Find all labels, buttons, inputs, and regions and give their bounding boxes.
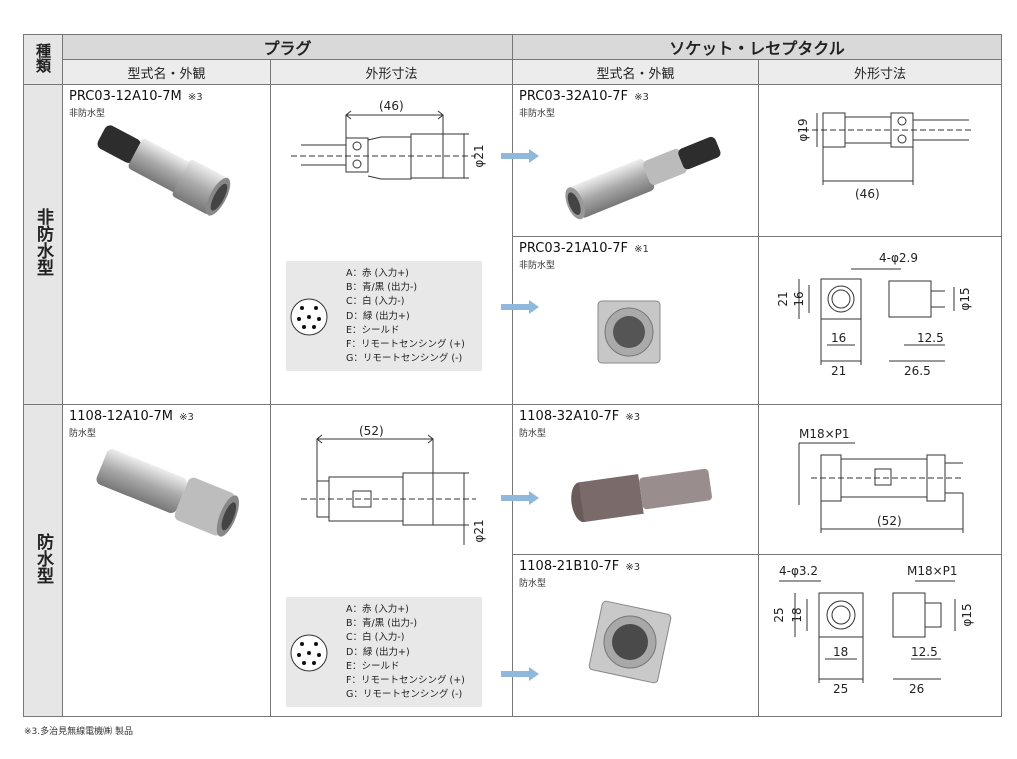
dim-depth-2: 26.5 [904, 364, 931, 378]
dim-diameter: φ19 [796, 118, 810, 141]
pin-list: A：赤 (入力+)B：青/黒 (出力-)C：白 (入力-)D：緑 (出力+)E：… [346, 604, 465, 701]
socket-dim-cell-1108-21: 4-φ3.2 M18×P1 25 18 18 25 φ15 12.5 26 [758, 554, 1003, 717]
socket-dim-col: 外形寸法 [758, 59, 1003, 85]
plug-header: プラグ [61, 34, 514, 60]
model-type: 防水型 [69, 429, 97, 439]
plug-dim-drawing: (52) φ21 [301, 424, 486, 545]
pin-diagram [290, 634, 328, 672]
dim-depth-1: 12.5 [911, 645, 938, 659]
kind-cell-nonwaterproof: 非防水型 [23, 84, 63, 405]
kind-header: 種類 [23, 34, 63, 85]
socket-photo [565, 136, 721, 220]
socket-dim-cell-prc03-21: 4-φ2.9 21 16 16 21 φ15 12.5 26.5 [758, 236, 1003, 405]
socket-cell-1108-32: 1108-32A10-7F ※3 防水型 [512, 404, 760, 555]
footnote: ※3.多治見無線電機㈱ 製品 [24, 727, 133, 737]
socket-dim-drawing: φ19 (46) [796, 112, 975, 201]
socket-photo [588, 600, 672, 684]
dim-height-outer: 25 [772, 607, 786, 622]
model-name: PRC03-32A10-7F ※3 [519, 89, 649, 104]
socket-cell-prc03-21: PRC03-21A10-7F ※1 非防水型 [512, 236, 760, 405]
dim-thread: M18×P1 [907, 564, 958, 578]
dim-length: (52) [359, 424, 384, 438]
plug-photo [97, 125, 231, 216]
dim-width-inner: 16 [831, 331, 846, 345]
plug-cell-prc03: PRC03-12A10-7M ※3 非防水型 [62, 84, 271, 405]
dim-depth-1: 12.5 [917, 331, 944, 345]
model-type: 非防水型 [519, 261, 556, 271]
model-type: 防水型 [519, 579, 547, 589]
socket-model-col: 型式名・外観 [512, 59, 760, 85]
socket-dim-drawing: 4-φ3.2 M18×P1 25 18 18 25 φ15 12.5 26 [772, 564, 974, 696]
socket-cell-1108-21: 1108-21B10-7F ※3 防水型 [512, 554, 760, 717]
model-name: 1108-32A10-7F ※3 [519, 409, 641, 424]
socket-dim-cell-1108-32: M18×P1 (52) [758, 404, 1003, 555]
dim-height-outer: 21 [776, 291, 790, 306]
model-name: 1108-21B10-7F ※3 [519, 559, 641, 574]
model-name: 1108-12A10-7M ※3 [69, 409, 194, 424]
dim-diameter: φ15 [960, 603, 974, 626]
dim-length: (52) [877, 514, 902, 528]
pin-diagram [290, 298, 328, 336]
plug-cell-1108: 1108-12A10-7M ※3 防水型 [62, 404, 271, 717]
socket-dim-drawing: 4-φ2.9 21 16 16 21 φ15 12.5 26.5 [776, 251, 972, 378]
spec-table: 種類 プラグ ソケット・レセプタクル 型式名・外観 外形寸法 型式名・外観 外形… [23, 34, 1003, 717]
plug-dim-cell-prc03: (46) φ21 A：赤 (入力+)B：青/黒 (出力-)C：白 (入力-)D：… [269, 84, 539, 405]
model-name: PRC03-21A10-7F ※1 [519, 241, 649, 256]
plug-dim-drawing: (46) φ21 [291, 99, 486, 180]
dim-width-outer: 25 [833, 682, 848, 696]
dim-hole: 4-φ3.2 [779, 564, 818, 578]
socket-photo [571, 468, 712, 523]
dim-height-inner: 16 [792, 291, 806, 306]
dim-width-inner: 18 [833, 645, 848, 659]
dim-length: (46) [379, 99, 404, 113]
model-type: 防水型 [519, 429, 547, 439]
plug-dim-col: 外形寸法 [269, 59, 514, 85]
plug-dim-cell-1108: (52) φ21 A：赤 (入力+)B：青/黒 (出力-)C：白 (入力-)D：… [269, 404, 539, 717]
dim-depth-2: 26 [909, 682, 924, 696]
kind-cell-waterproof: 防水型 [23, 404, 63, 717]
dim-diameter: φ21 [472, 144, 486, 167]
plug-photo [96, 449, 239, 537]
socket-cell-prc03-32: PRC03-32A10-7F ※3 非防水型 [512, 84, 760, 237]
dim-length: (46) [855, 187, 880, 201]
dim-width-outer: 21 [831, 364, 846, 378]
socket-header: ソケット・レセプタクル [512, 34, 1003, 60]
dim-diameter: φ21 [472, 519, 486, 542]
pin-assignment-box: A：赤 (入力+)B：青/黒 (出力-)C：白 (入力-)D：緑 (出力+)E：… [286, 261, 482, 371]
socket-dim-drawing: M18×P1 (52) [798, 427, 965, 533]
dim-height-inner: 18 [790, 607, 804, 622]
model-name: PRC03-12A10-7M ※3 [69, 89, 203, 104]
dim-diameter: φ15 [958, 287, 972, 310]
pin-assignment-box: A：赤 (入力+)B：青/黒 (出力-)C：白 (入力-)D：緑 (出力+)E：… [286, 597, 482, 707]
plug-model-col: 型式名・外観 [62, 59, 271, 85]
model-type: 非防水型 [69, 109, 106, 119]
pin-list: A：赤 (入力+)B：青/黒 (出力-)C：白 (入力-)D：緑 (出力+)E：… [346, 268, 465, 365]
socket-photo [597, 300, 661, 364]
model-type: 非防水型 [519, 109, 556, 119]
dim-hole: 4-φ2.9 [879, 251, 918, 265]
socket-dim-cell-prc03-32: φ19 (46) [758, 84, 1003, 237]
dim-thread: M18×P1 [799, 427, 850, 441]
